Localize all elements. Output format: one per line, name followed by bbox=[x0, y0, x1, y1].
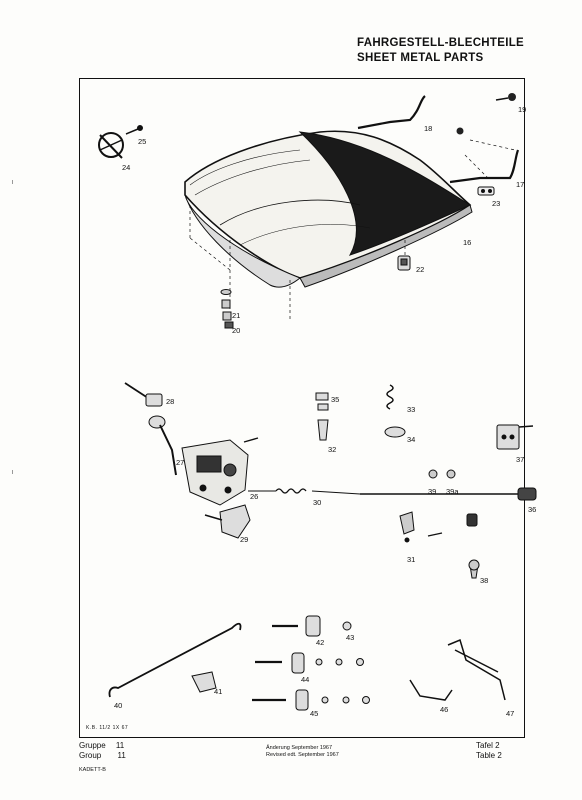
callout-22: 22 bbox=[416, 265, 424, 274]
release-lever-arm bbox=[204, 504, 251, 539]
callout-37: 37 bbox=[516, 455, 524, 464]
callout-23: 23 bbox=[492, 199, 500, 208]
callout-labels: 16 17 18 19 20 21 22 23 24 25 26 27 28 2… bbox=[114, 105, 536, 718]
group-label-german: Gruppe bbox=[79, 741, 106, 750]
hood-panel bbox=[184, 130, 473, 288]
hood-buffer-assembly bbox=[315, 384, 406, 441]
callout-19: 19 bbox=[518, 105, 526, 114]
revision-note: Änderung September 1967 Revised edt. Sep… bbox=[266, 745, 339, 759]
callout-38: 38 bbox=[480, 576, 488, 585]
hood-knob bbox=[456, 93, 516, 135]
hood-support-rod bbox=[108, 622, 242, 698]
callout-21: 21 bbox=[232, 311, 240, 320]
callout-43: 43 bbox=[346, 633, 354, 642]
release-lever-bracket bbox=[181, 439, 249, 506]
hood-emblem bbox=[98, 125, 143, 159]
callout-44: 44 bbox=[301, 675, 309, 684]
callout-30: 30 bbox=[313, 498, 321, 507]
callout-32: 32 bbox=[328, 445, 336, 454]
callout-40: 40 bbox=[114, 701, 122, 710]
callout-17: 17 bbox=[516, 180, 524, 189]
diagram-frame bbox=[79, 78, 525, 738]
margin-mark bbox=[12, 470, 13, 474]
group-number-english: 11 bbox=[117, 751, 126, 760]
callout-35: 35 bbox=[331, 395, 339, 404]
callout-39: 39 bbox=[428, 487, 436, 496]
rod-clip bbox=[191, 671, 217, 693]
callout-20: 20 bbox=[232, 326, 240, 335]
callout-27: 27 bbox=[176, 458, 184, 467]
loose-screws bbox=[243, 437, 443, 537]
table-label-german: Tafel 2 bbox=[476, 741, 500, 750]
callout-24: 24 bbox=[122, 163, 130, 172]
page-header: FAHRGESTELL-BLECHTEILE SHEET METAL PARTS bbox=[357, 36, 524, 66]
callout-33: 33 bbox=[407, 405, 415, 414]
callout-26: 26 bbox=[250, 492, 258, 501]
release-spring-and-cable bbox=[248, 487, 537, 501]
group-label-english: Group bbox=[79, 751, 102, 760]
callout-16: 16 bbox=[463, 238, 471, 247]
hood-lock bbox=[397, 255, 411, 271]
hood-buffer-hardware bbox=[220, 289, 234, 329]
table-reference: Tafel 2 Table 2 bbox=[476, 741, 502, 761]
callout-25: 25 bbox=[138, 137, 146, 146]
margin-mark bbox=[12, 180, 13, 184]
plate-code: K.B. 11/2 1X 67 bbox=[86, 725, 129, 731]
page-title-german: FAHRGESTELL-BLECHTEILE bbox=[357, 37, 524, 49]
release-knob-washers bbox=[428, 469, 480, 579]
revision-german: Änderung September 1967 bbox=[266, 745, 333, 751]
callout-29: 29 bbox=[240, 535, 248, 544]
callout-34: 34 bbox=[407, 435, 415, 444]
release-pivot bbox=[124, 382, 177, 476]
hood-catch bbox=[477, 186, 495, 196]
hood-stay-rods bbox=[357, 95, 520, 184]
model-name: KADETT-B bbox=[79, 767, 106, 773]
callout-41: 41 bbox=[214, 687, 222, 696]
prop-bracket-assembly bbox=[409, 638, 506, 701]
cable-clip bbox=[399, 511, 415, 543]
callout-42: 42 bbox=[316, 638, 324, 647]
footer-group-block: Gruppe 11 Group 11 KADETT-B bbox=[79, 741, 126, 774]
callout-18: 18 bbox=[424, 124, 432, 133]
callout-46: 46 bbox=[440, 705, 448, 714]
page-title-english: SHEET METAL PARTS bbox=[357, 52, 484, 64]
callout-28: 28 bbox=[166, 397, 174, 406]
callout-45: 45 bbox=[310, 709, 318, 718]
revision-english: Revised edt. September 1967 bbox=[266, 752, 339, 758]
callout-39a: 39a bbox=[446, 487, 459, 496]
hood-hinge-plate bbox=[496, 424, 534, 450]
callout-47: 47 bbox=[506, 709, 514, 718]
group-number-german: 11 bbox=[115, 741, 125, 750]
table-label-english: Table 2 bbox=[476, 751, 502, 760]
callout-36: 36 bbox=[528, 505, 536, 514]
mounting-hardware bbox=[252, 615, 370, 711]
callout-31: 31 bbox=[407, 555, 415, 564]
